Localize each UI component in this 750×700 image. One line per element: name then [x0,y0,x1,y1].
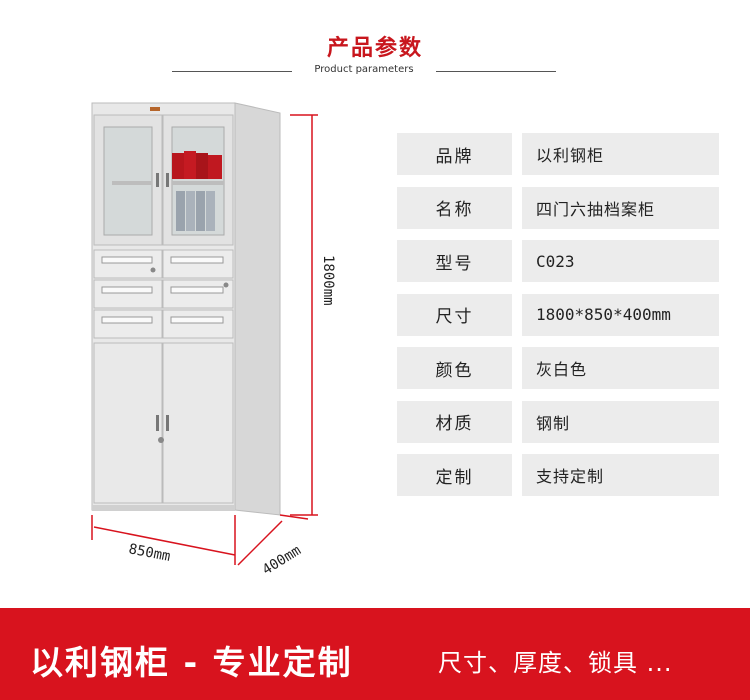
param-value: 支持定制 [522,454,719,496]
param-row-material: 材质 钢制 [397,400,719,443]
page-subtitle: Product parameters [314,64,414,75]
param-value: 以利钢柜 [522,133,719,175]
param-row-brand: 品牌 以利钢柜 [397,133,719,175]
param-label: 颜色 [397,347,512,389]
param-value: 灰白色 [522,347,719,389]
param-value: 四门六抽档案柜 [522,186,719,229]
drawers [93,249,234,339]
banner-headline: 以利钢柜 - 专业定制 [30,643,353,682]
red-folders [172,151,222,179]
param-row-size: 尺寸 1800*850*400mm [397,293,719,336]
width-label: 850mm [127,541,171,565]
binders [176,191,215,231]
page-title: 产品参数 [326,36,423,61]
param-value: 钢制 [522,400,719,443]
height-label: 1800mm [320,255,336,306]
param-label: 型号 [397,240,512,282]
param-label: 定制 [397,454,512,496]
param-row-model: 型号 C023 [397,240,719,282]
cabinet-illustration: 1800mm 850mm 400mm [91,102,336,578]
param-row-name: 名称 四门六抽档案柜 [397,186,719,229]
param-value: 1800*850*400mm [522,293,719,336]
divider-right [436,71,556,72]
param-label: 材质 [397,400,512,443]
param-value: C023 [522,240,719,282]
subtitle-row: Product parameters [172,62,556,80]
height-dimension [290,114,318,516]
param-row-color: 颜色 灰白色 [397,347,719,389]
param-label: 名称 [397,186,512,229]
param-label: 品牌 [397,133,512,175]
promo-banner [0,608,750,700]
param-row-custom: 定制 支持定制 [397,454,719,496]
params-table: 品牌 以利钢柜 名称 四门六抽档案柜 型号 C023 尺寸 1800*850*4… [397,133,719,508]
width-dimension [91,515,236,565]
depth-dimension [237,514,309,566]
banner-subline: 尺寸、厚度、锁具 ... [438,649,673,677]
depth-label: 400mm [260,542,304,578]
divider-left [172,71,292,72]
param-label: 尺寸 [397,293,512,336]
